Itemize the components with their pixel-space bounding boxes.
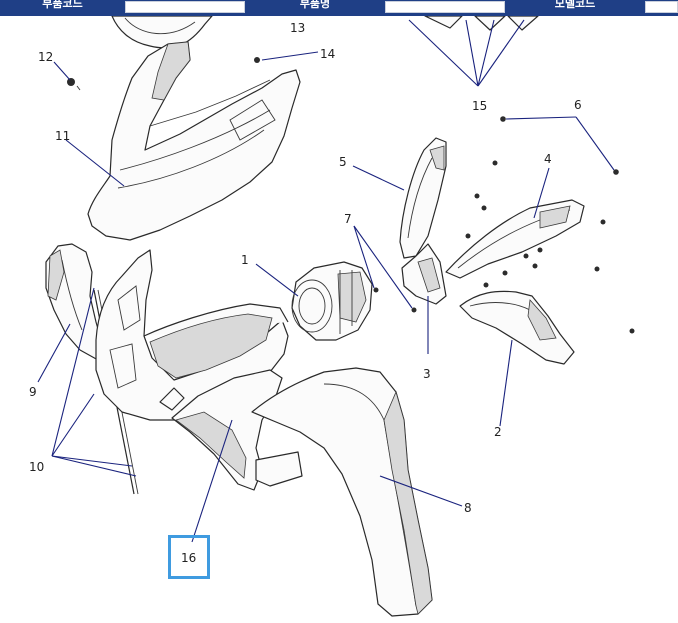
part-2-headlight-lens xyxy=(459,290,575,365)
label-part-1: 1 xyxy=(241,253,249,267)
part-labels: 1 2 3 4 5 6 7 8 9 10 11 12 13 14 15 16 xyxy=(29,21,582,565)
model-code-label: 모델코드 xyxy=(554,0,596,10)
part-name-input[interactable] xyxy=(385,1,505,13)
model-code-input[interactable] xyxy=(645,1,678,13)
label-part-5: 5 xyxy=(339,155,347,169)
leader-lines xyxy=(37,19,615,543)
part-13-top-cover xyxy=(111,16,213,49)
label-part-7: 7 xyxy=(344,212,352,226)
part-9-side-panel xyxy=(45,243,105,361)
label-part-6: 6 xyxy=(574,98,582,112)
label-part-10: 10 xyxy=(29,460,44,474)
part-name-label: 부품명 xyxy=(299,0,331,10)
part-4-turn-signal-lens xyxy=(445,199,585,279)
label-part-2: 2 xyxy=(494,425,502,439)
part-3-bracket xyxy=(401,243,447,305)
label-part-13: 13 xyxy=(290,21,305,35)
part-12-nut xyxy=(67,78,81,91)
part-15-grille-fins xyxy=(424,16,539,31)
part-1-headlight xyxy=(291,261,373,341)
search-header-bar: 부품코드 부품명 모델코드 xyxy=(0,0,678,16)
exploded-parts-diagram: 1 2 3 4 5 6 7 8 9 10 11 12 13 14 15 16 xyxy=(29,16,635,617)
label-part-11: 11 xyxy=(55,129,70,143)
label-part-4: 4 xyxy=(544,152,552,166)
label-part-15: 15 xyxy=(472,99,487,113)
part-8-lower-cowl xyxy=(251,367,433,617)
label-part-8: 8 xyxy=(464,501,472,515)
label-part-16: 16 xyxy=(181,551,196,565)
label-part-9: 9 xyxy=(29,385,37,399)
part-5-turn-signal-housing xyxy=(399,137,447,259)
highlight-part-16-box xyxy=(168,535,210,579)
part-14-screw xyxy=(254,57,260,63)
part-16-lower-inner-panel xyxy=(171,369,303,491)
part-code-input[interactable] xyxy=(125,1,245,13)
part-11-front-cowl xyxy=(87,41,301,241)
label-part-14: 14 xyxy=(320,47,335,61)
label-part-3: 3 xyxy=(423,367,431,381)
part-6-screws xyxy=(373,116,635,334)
label-part-12: 12 xyxy=(38,50,53,64)
part-code-label: 부품코드 xyxy=(42,0,83,10)
